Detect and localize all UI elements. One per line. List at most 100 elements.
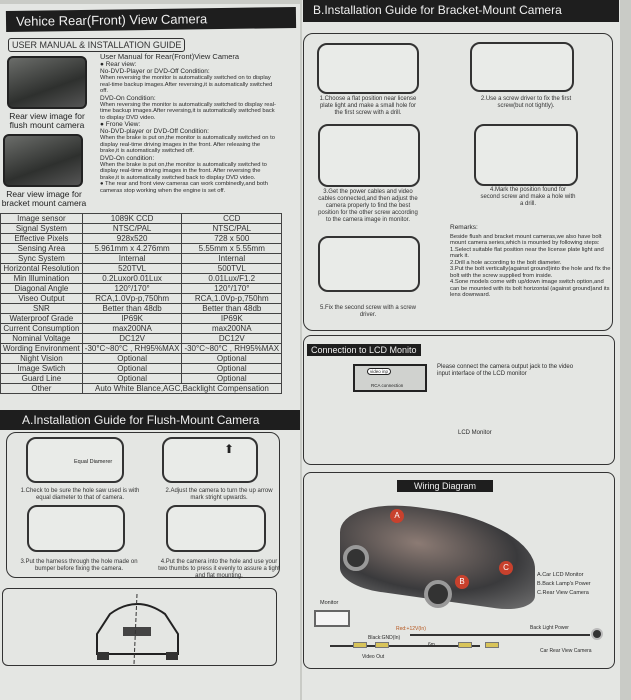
- spec-label: Viseo Output: [0, 293, 83, 304]
- spec-value: Optional: [181, 373, 283, 384]
- spec-value: CCD: [181, 213, 283, 224]
- spec-label: Horizontal Resolution: [0, 263, 83, 274]
- spec-label: Effective Pixels: [0, 233, 83, 244]
- spec-label: Image sensor: [0, 213, 83, 224]
- spec-value: 928x520: [81, 233, 183, 244]
- bracket-step-4: 4.Mark the position found for second scr…: [480, 187, 576, 207]
- bracket-step5-illustration: [318, 236, 420, 292]
- step1-illustration: Equal Diamerer: [26, 437, 124, 483]
- spec-value: RCA,1.0Vp-p,750hm: [81, 293, 183, 304]
- spec-value: Optional: [181, 353, 283, 364]
- bracket-step-1: 1.Choose a flat position near license pl…: [319, 96, 417, 116]
- manual-heading: User Manual for Rear(Front)View Camera: [100, 52, 240, 61]
- marker-c: C: [499, 561, 513, 575]
- spec-label: Diagonal Angle: [0, 283, 83, 294]
- cable-length-label: 6m: [428, 642, 435, 648]
- spec-label: Night Vision: [0, 353, 83, 364]
- spec-value: 500TVL: [181, 263, 283, 274]
- flush-mount-rear-view-photo: [7, 56, 87, 109]
- spec-value: 5.55mm x 5.55mm: [181, 243, 283, 254]
- step2-illustration: ⬆: [162, 437, 258, 483]
- manual-subtitle: USER MANUAL & INSTALLATION GUIDE: [8, 38, 186, 52]
- spec-label: Nominal Voltage: [0, 333, 83, 344]
- power-cable: [410, 634, 590, 636]
- spec-value: Better than 48db: [181, 303, 283, 314]
- car-rear-illustration: [96, 594, 179, 664]
- spec-label: Sensing Area: [0, 243, 83, 254]
- spec-value: Optional: [181, 363, 283, 374]
- spec-value: max200NA: [181, 323, 283, 334]
- remark-3: 3.Put the bolt vertically(against ground…: [450, 266, 611, 279]
- rear-camera-icon: [591, 628, 603, 640]
- bracket-step-5: 5.Fix the second screw with a screw driv…: [319, 305, 417, 318]
- front-dvd-on-text: When the brake is put on,the monitor is …: [100, 161, 267, 181]
- spec-value: NTSC/PAL: [81, 223, 183, 234]
- rear-no-dvd-text: When reversing the monitor is automatica…: [100, 75, 273, 95]
- spec-label: Wording Environment: [0, 343, 83, 354]
- spec-value: Optional: [81, 373, 183, 384]
- back-light-power-label: Back Light Power: [530, 625, 569, 631]
- spec-value: Internal: [181, 253, 283, 264]
- spec-value: Optional: [81, 363, 183, 374]
- manual-title: Vehice Rear(Front) View Camera: [5, 6, 297, 33]
- spec-label: Signal System: [0, 223, 83, 234]
- front-no-dvd-text: When the brake is put on,the monitor is …: [100, 135, 275, 155]
- connection-title: Connection to LCD Monito: [307, 344, 421, 356]
- marker-a: A: [390, 509, 404, 523]
- connection-text: Please connect the camera output jack to…: [437, 364, 574, 378]
- spec-value: DC12V: [181, 333, 283, 344]
- spec-value: 728 x 500: [181, 233, 283, 244]
- monitor-icon: [314, 610, 350, 627]
- spec-label: SNR: [0, 303, 83, 314]
- step4-illustration: [166, 505, 266, 552]
- monitor-label: Monitor: [320, 600, 339, 606]
- legend-c: C.Rear View Camera: [537, 590, 589, 596]
- spec-label: Current Consumption: [0, 323, 83, 334]
- bracket-step-2: 2.Use a screw driver to fix the first sc…: [480, 96, 572, 109]
- spec-row-other: Other Auto White Blance,AGC,Backlight Co…: [0, 383, 283, 394]
- remarks: Remarks: Beside flush and bracket mount …: [450, 224, 612, 299]
- flush-step-3: 3.Put the harness through the hole made …: [20, 559, 138, 572]
- spec-value: Auto White Blance,AGC,Backlight Compensa…: [81, 383, 283, 394]
- step3-illustration: [27, 505, 125, 552]
- bracket-step2-illustration: [470, 42, 574, 92]
- legend-a: A.Car LCD Monitor: [537, 572, 584, 578]
- remarks-title: Remarks:: [450, 224, 478, 231]
- car-wheel-front: [343, 545, 369, 571]
- spec-value: NTSC/PAL: [181, 223, 283, 234]
- flush-step-1: 1.Check to be sure the hole saw used is …: [20, 488, 140, 501]
- rca-connector-4: [485, 642, 499, 648]
- spec-value: IP69K: [81, 313, 183, 324]
- video-input-label: video inp: [367, 368, 392, 375]
- spec-label: Min Illumination: [0, 273, 83, 284]
- bracket-guide-title: B.Installation Guide for Bracket-Mount C…: [303, 0, 619, 22]
- spec-value: 0.01Lux/F1.2: [181, 273, 283, 284]
- remark-2: 2.Drill a hole according to the bolt dia…: [450, 259, 562, 266]
- remark-4: 4.Sone models come with up/down image sw…: [450, 279, 610, 298]
- black-wire-label: Black:GND(In): [368, 635, 401, 641]
- wiring-legend: A.Car LCD Monitor B.Back Lamp's Power C.…: [537, 571, 591, 598]
- spec-label: Sync System: [0, 253, 83, 264]
- flush-step-4: 4.Put the camera into the hole and use y…: [158, 559, 280, 579]
- rear-view-heading: ● Rear view:: [100, 61, 137, 68]
- rear-camera-label: Car Rear View Camera: [540, 648, 592, 654]
- legend-b: B.Back Lamp's Power: [537, 581, 591, 587]
- spec-value: Better than 48db: [81, 303, 183, 314]
- video-out-label: Video Out: [362, 654, 385, 660]
- spec-label: Other: [0, 383, 83, 394]
- spec-value: Internal: [81, 253, 183, 264]
- bracket-step1-illustration: [317, 43, 419, 94]
- spec-value: Optional: [81, 353, 183, 364]
- spec-value: 5.961mm x 4.276mm: [81, 243, 183, 254]
- marker-b: B: [455, 575, 469, 589]
- rca-label: RCA connection: [371, 383, 404, 388]
- spec-value: 520TVL: [81, 263, 183, 274]
